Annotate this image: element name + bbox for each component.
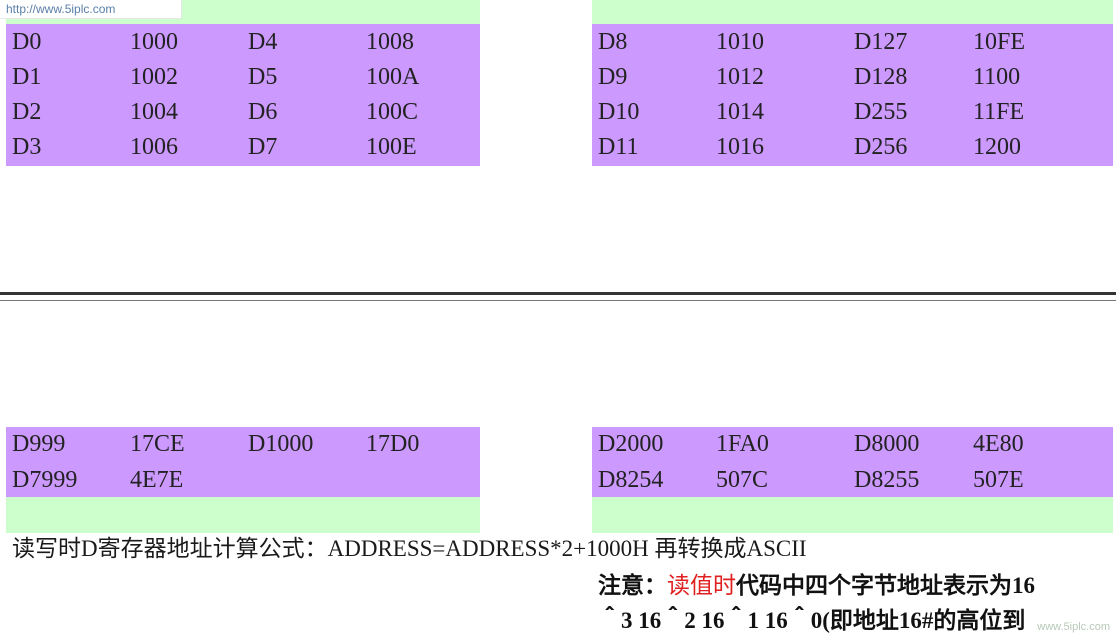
bottom-left-register-table: D999 17CE D1000 17D0 D7999 4E7E	[6, 427, 480, 497]
register-address: 507E	[973, 467, 1024, 493]
register-address: 1016	[716, 134, 764, 160]
register-address: 1002	[130, 64, 178, 90]
register-address: 17CE	[130, 431, 185, 457]
register-name: D128	[854, 64, 908, 90]
top-right-green-band	[592, 0, 1113, 24]
bottom-right-register-block: D2000 1FA0 D8000 4E80 D8254 507C D8255 5…	[592, 427, 1113, 533]
bottom-left-green-band	[6, 497, 480, 533]
register-address: 1014	[716, 99, 764, 125]
register-name: D999	[12, 431, 66, 457]
register-name: D7	[248, 134, 278, 160]
register-name: D4	[248, 29, 278, 55]
slide-divider	[0, 292, 1116, 301]
register-name: D3	[12, 134, 42, 160]
site-watermark: http://www.5iplc.com	[0, 0, 182, 19]
register-name: D8	[598, 29, 628, 55]
note-prefix: 注意：	[598, 573, 667, 598]
register-address: 1100	[973, 64, 1021, 90]
register-name: D7999	[12, 467, 78, 493]
top-right-register-block: D8 1010 D127 10FE D9 1012 D128 1100 D10 …	[592, 0, 1113, 166]
table-row: D10 1014 D255 11FE	[592, 95, 1113, 130]
register-name: D5	[248, 64, 278, 90]
register-address: 1012	[716, 64, 764, 90]
register-address: 100E	[366, 134, 417, 160]
register-name: D2	[12, 99, 42, 125]
register-name: D9	[598, 64, 628, 90]
register-address: 4E80	[973, 431, 1024, 457]
table-row: D999 17CE D1000 17D0	[6, 427, 480, 462]
register-name: D1	[12, 64, 42, 90]
bottom-left-register-block: D999 17CE D1000 17D0 D7999 4E7E	[6, 427, 480, 533]
register-address: 1010	[716, 29, 764, 55]
register-name: D10	[598, 99, 640, 125]
register-address: 1FA0	[716, 431, 769, 457]
register-address: 4E7E	[130, 467, 184, 493]
register-name: D256	[854, 134, 908, 160]
register-address: 11FE	[973, 99, 1025, 125]
register-address: 1200	[973, 134, 1021, 160]
register-address: 17D0	[366, 431, 420, 457]
register-address: 507C	[716, 467, 769, 493]
corner-watermark: www.5iplc.com	[1037, 621, 1110, 633]
note-line-2: ＾3 16＾2 16＾1 16＾0(即地址16#的高位到	[598, 608, 1026, 633]
table-row: D8 1010 D127 10FE	[592, 25, 1113, 60]
register-name: D127	[854, 29, 908, 55]
table-row: D2 1004 D6 100C	[6, 95, 480, 130]
register-address: 100C	[366, 99, 419, 125]
note-line-1-rest: 代码中四个字节地址表示为16	[736, 573, 1035, 598]
register-name: D2000	[598, 431, 664, 457]
register-name: D8000	[854, 431, 920, 457]
register-name: D255	[854, 99, 908, 125]
table-row: D11 1016 D256 1200	[592, 130, 1113, 165]
table-row: D9 1012 D128 1100	[592, 60, 1113, 95]
register-address: 1006	[130, 134, 178, 160]
note-highlight: 读值时	[667, 573, 736, 598]
register-name: D11	[598, 134, 639, 160]
bottom-right-green-band	[592, 497, 1113, 533]
register-name: D8254	[598, 467, 664, 493]
table-row: D8254 507C D8255 507E	[592, 463, 1113, 498]
top-left-register-table: D0 1000 D4 1008 D1 1002 D5 100A D2 1004 …	[6, 24, 480, 166]
table-row: D3 1006 D7 100E	[6, 130, 480, 165]
note-line-1: 注意：读值时代码中四个字节地址表示为16	[598, 568, 1108, 604]
address-formula-text: 读写时D寄存器地址计算公式：ADDRESS=ADDRESS*2+1000H 再转…	[12, 536, 807, 561]
register-name: D8255	[854, 467, 920, 493]
register-name: D6	[248, 99, 278, 125]
top-left-register-block: D0 1000 D4 1008 D1 1002 D5 100A D2 1004 …	[6, 0, 480, 166]
bottom-right-register-table: D2000 1FA0 D8000 4E80 D8254 507C D8255 5…	[592, 427, 1113, 497]
top-right-register-table: D8 1010 D127 10FE D9 1012 D128 1100 D10 …	[592, 24, 1113, 166]
register-address: 1004	[130, 99, 178, 125]
register-name: D1000	[248, 431, 314, 457]
table-row: D1 1002 D5 100A	[6, 60, 480, 95]
table-row: D2000 1FA0 D8000 4E80	[592, 427, 1113, 462]
register-name: D0	[12, 29, 42, 55]
register-address: 100A	[366, 64, 420, 90]
table-row: D7999 4E7E	[6, 463, 480, 498]
table-row: D0 1000 D4 1008	[6, 25, 480, 60]
register-address: 10FE	[973, 29, 1026, 55]
register-address: 1000	[130, 29, 178, 55]
register-address: 1008	[366, 29, 414, 55]
